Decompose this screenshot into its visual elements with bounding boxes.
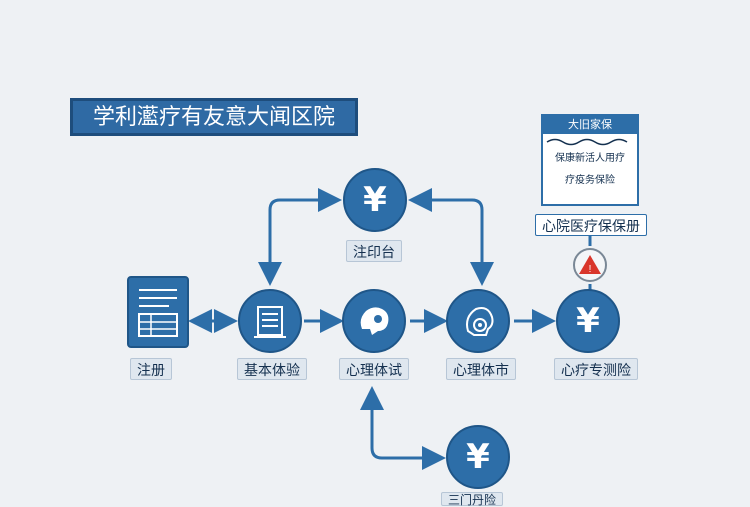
page-title: 学利灆疗有友意大闻区院 bbox=[70, 98, 358, 136]
top-node[interactable]: ¥ bbox=[343, 168, 407, 232]
yen-icon: ¥ bbox=[576, 301, 600, 341]
document-icon bbox=[138, 289, 178, 337]
bottom-node[interactable]: ¥ bbox=[446, 425, 510, 489]
basic-node[interactable] bbox=[238, 289, 302, 353]
label-basic: 基本体验 bbox=[237, 358, 307, 380]
policy-line-2: 疗疫务保险 bbox=[565, 175, 615, 186]
label-therapy: 心疗专测险 bbox=[554, 358, 638, 380]
policy-line-1: 保康新活人用疗 bbox=[555, 153, 625, 164]
wave-divider bbox=[546, 138, 628, 146]
insurance-policy-card[interactable]: 大旧家保 保康新活人用疗 疗疫务保险 bbox=[541, 114, 639, 206]
brain-icon bbox=[360, 307, 389, 335]
label-policy-caption: 心院医疗保保册 bbox=[535, 214, 647, 236]
therapy-node[interactable]: ¥ bbox=[556, 289, 620, 353]
clipboard-icon bbox=[254, 306, 286, 338]
psych-test-node[interactable] bbox=[342, 289, 406, 353]
warning-icon: ! bbox=[579, 255, 601, 275]
label-register: 注册 bbox=[130, 358, 172, 380]
head-gear-icon bbox=[466, 307, 494, 336]
label-psych-market: 心理体市 bbox=[446, 358, 516, 380]
label-psych-test: 心理体试 bbox=[339, 358, 409, 380]
yen-icon: ¥ bbox=[363, 180, 387, 220]
svg-text:!: ! bbox=[589, 264, 592, 275]
register-document-node[interactable] bbox=[127, 276, 189, 348]
psych-market-node[interactable] bbox=[446, 289, 510, 353]
arrow-basic-top bbox=[258, 188, 342, 286]
policy-header: 大旧家保 bbox=[543, 116, 637, 134]
label-top: 注印台 bbox=[346, 240, 402, 262]
arrow-test-bottom bbox=[360, 386, 446, 470]
warning-badge: ! bbox=[573, 248, 607, 282]
yen-icon: ¥ bbox=[466, 437, 490, 477]
label-bottom: 三门丹险 bbox=[441, 492, 504, 507]
arrow-top-market bbox=[408, 188, 494, 286]
